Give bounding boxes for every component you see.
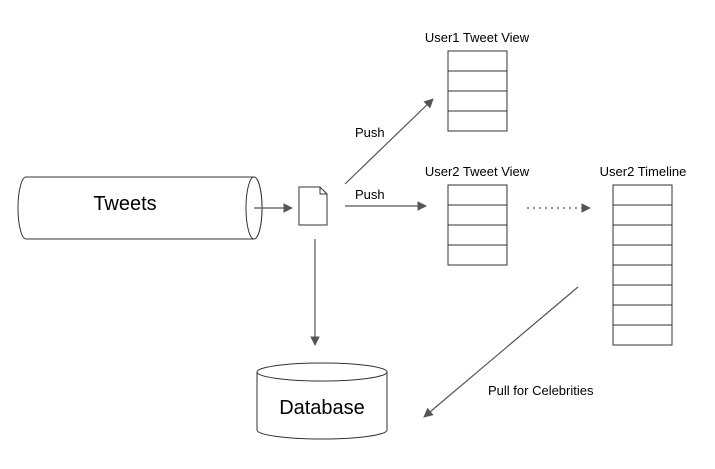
pull-celebrities-label: Pull for Celebrities [488,383,594,398]
user1-tweet-view-slot [447,90,508,112]
user2-tweet-view-label: User2 Tweet View [425,164,530,179]
user2-timeline-slot [612,264,673,286]
user2-timeline-slot [612,244,673,266]
user2-timeline-slot [612,284,673,306]
user2-timeline-slot [612,184,673,206]
user2-timeline-label: User2 Timeline [600,164,687,179]
user2-tweet-view-slot [447,244,508,266]
user2-timeline-slot [612,304,673,326]
tweet-document-icon [298,186,328,226]
tweets-label: Tweets [93,193,156,215]
user2-tweet-view-slot [447,184,508,206]
user2-timeline-slot [612,224,673,246]
database-label: Database [279,397,365,419]
push-user1-label: Push [355,125,385,140]
user1-tweet-view-slot [447,50,508,72]
user1-tweet-view-slot [447,70,508,92]
user2-tweet-view: User2 Tweet View [425,164,530,266]
user1-tweet-view: User1 Tweet View [425,30,530,132]
push-user2-label: Push [355,187,385,202]
user2-timeline-slot [612,204,673,226]
database-cylinder: Database [256,362,388,440]
tweets-queue: Tweets [17,176,263,240]
user2-timeline: User2 Timeline [600,164,687,346]
user2-tweet-view-slot [447,204,508,226]
arrow-pull-celebrities [423,286,579,418]
user1-tweet-view-slot [447,110,508,132]
arrow-push-user1 [344,98,434,185]
user1-tweet-view-label: User1 Tweet View [425,30,530,45]
user2-timeline-slot [612,324,673,346]
user2-tweet-view-slot [447,224,508,246]
